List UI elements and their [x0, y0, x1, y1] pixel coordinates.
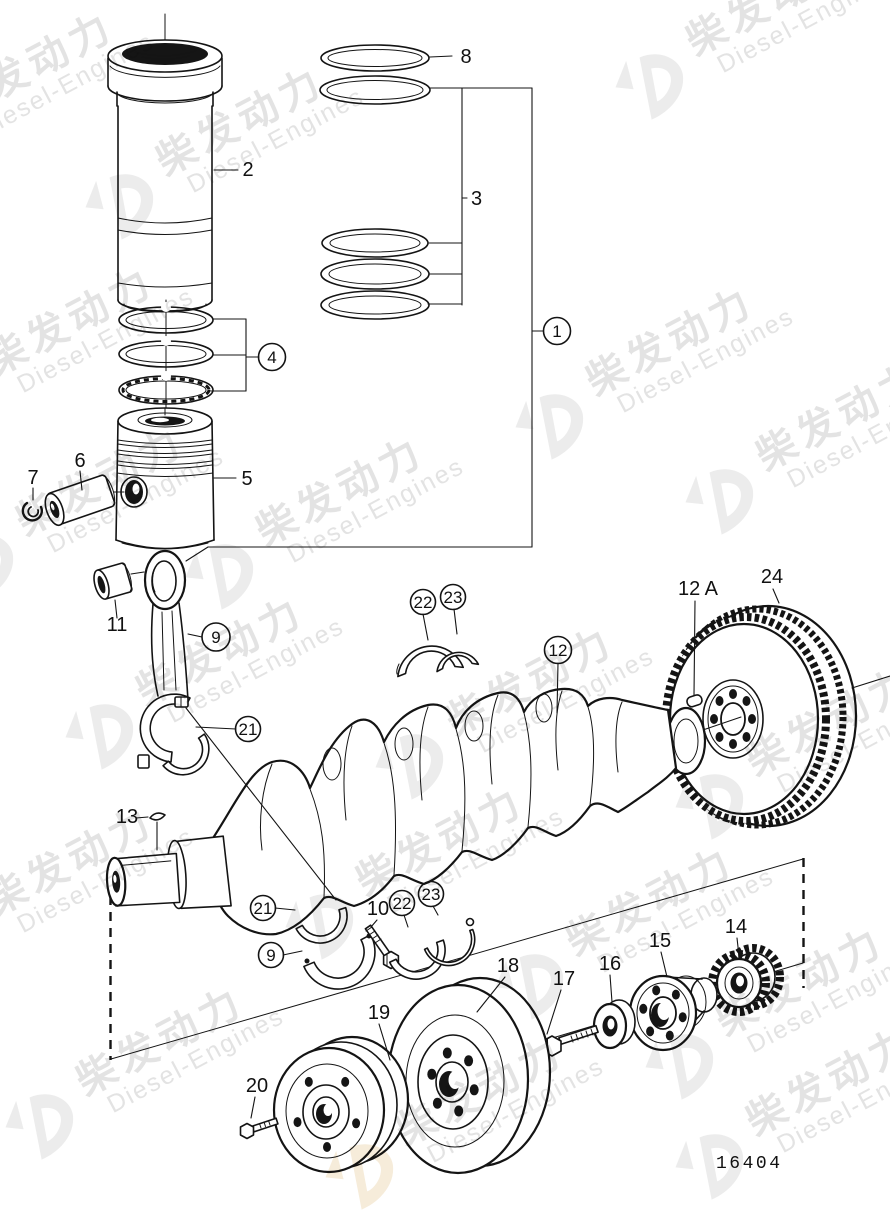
callout-6: 6 — [74, 450, 85, 472]
callout-8: 8 — [460, 46, 471, 68]
pulley-hub — [628, 974, 718, 1052]
cap-bolt — [364, 924, 400, 970]
plain-callouts: 8 3 2 5 6 7 11 12 A 24 13 10 18 17 16 15… — [27, 46, 783, 1097]
sealing-rings — [319, 44, 431, 105]
callout-16: 16 — [599, 953, 621, 975]
big-end-cap — [303, 933, 376, 990]
crankshaft-gear — [708, 944, 784, 1016]
svg-text:1: 1 — [552, 322, 561, 341]
piston-ring-kit — [320, 228, 430, 320]
thrust-shell-lower — [423, 917, 476, 967]
circled-callout-23: 23 — [439, 583, 467, 611]
callout-17: 17 — [553, 968, 575, 990]
callout-12a: 12 A — [678, 578, 719, 600]
svg-text:12: 12 — [549, 641, 568, 660]
connecting-rod — [137, 549, 210, 776]
svg-text:23: 23 — [444, 588, 463, 607]
svg-text:23: 23 — [422, 885, 441, 904]
circled-callout-9: 9 — [201, 622, 231, 652]
callout-13: 13 — [116, 806, 138, 828]
callout-3: 3 — [471, 188, 482, 210]
callout-5: 5 — [241, 468, 252, 490]
circled-callout-9-lower: 9 — [257, 941, 285, 969]
callout-19: 19 — [368, 1002, 390, 1024]
svg-text:22: 22 — [414, 593, 433, 612]
circled-callouts: 1 4 9 21 22 23 — [201, 316, 573, 969]
circled-callout-21: 21 — [234, 715, 262, 743]
circled-callout-21-lower: 21 — [249, 894, 277, 922]
svg-text:21: 21 — [239, 720, 258, 739]
svg-text:9: 9 — [266, 946, 275, 965]
svg-text:9: 9 — [211, 628, 220, 647]
callout-18: 18 — [497, 955, 519, 977]
circled-callout-12: 12 — [543, 635, 573, 665]
svg-text:4: 4 — [267, 348, 276, 367]
cylinder-liner — [107, 13, 223, 417]
callout-14: 14 — [725, 916, 747, 938]
piston-pin — [44, 474, 116, 527]
piston — [115, 407, 215, 550]
main-bearing-shell-upper — [396, 645, 480, 678]
circled-callout-1: 1 — [542, 316, 572, 346]
flywheel-edge-leader — [851, 675, 890, 689]
small-end-bushing — [93, 562, 133, 600]
washer — [592, 999, 636, 1050]
circlip — [21, 501, 43, 522]
circled-callout-4: 4 — [257, 342, 287, 372]
vibration-damper — [386, 976, 552, 1175]
callout-10: 10 — [367, 898, 389, 920]
callout-2: 2 — [242, 159, 253, 181]
bushing-axis-line — [130, 571, 145, 575]
callout-15: 15 — [649, 930, 671, 952]
shell-link-line — [185, 707, 337, 901]
crankshaft — [105, 687, 707, 936]
callout-20: 20 — [246, 1075, 268, 1097]
svg-text:21: 21 — [254, 899, 273, 918]
callout-7: 7 — [27, 467, 38, 489]
circled-callout-22: 22 — [409, 588, 437, 616]
svg-text:22: 22 — [393, 894, 412, 913]
callout-11: 11 — [107, 614, 128, 636]
flywheel-key — [686, 600, 703, 708]
callout-24: 24 — [761, 566, 783, 588]
center-bolt — [542, 1024, 599, 1057]
pulley-bolt — [239, 1117, 279, 1140]
crankshaft-pulley — [272, 1035, 410, 1174]
drawing-number: 16404 — [716, 1154, 783, 1174]
big-end-bearing-shell-upper — [162, 733, 210, 776]
crankshaft-nose — [105, 835, 232, 910]
thrust-shell-upper — [436, 651, 480, 673]
callout-brackets — [185, 55, 544, 562]
circled-callout-23-lower: 23 — [417, 880, 445, 908]
circled-callout-22-lower: 22 — [388, 889, 416, 917]
piston-rings — [118, 302, 260, 405]
boundary-diagonal — [110, 858, 804, 1060]
woodruff-key — [135, 812, 166, 851]
